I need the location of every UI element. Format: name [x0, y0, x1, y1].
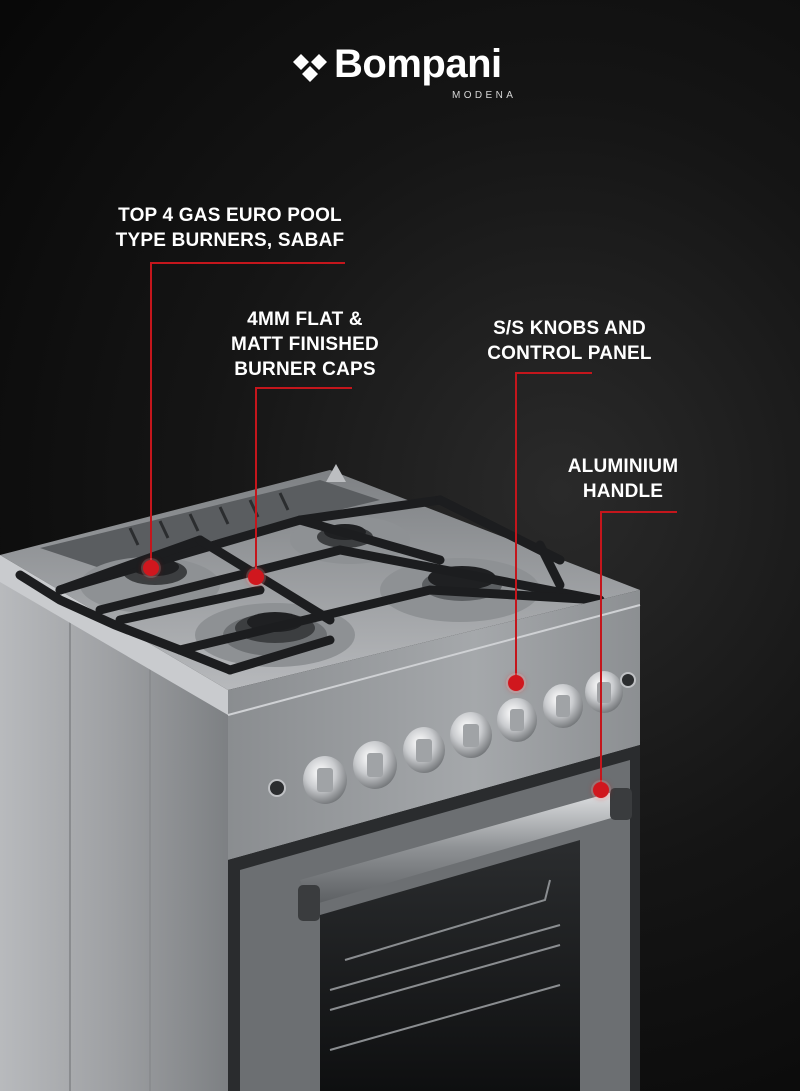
brand-name: Bompani: [334, 42, 502, 86]
callout-handle-marker: [593, 782, 609, 798]
knob: [543, 684, 583, 728]
knob: [403, 727, 445, 773]
callout-caps-leader: [255, 387, 352, 389]
callout-caps-marker: [248, 569, 264, 585]
callout-knobs-label: S/S KNOBS AND CONTROL PANEL: [487, 318, 652, 364]
callout-handle-leader: [600, 511, 602, 783]
diamond-cluster-icon: [293, 54, 327, 82]
callout-burners-label: TOP 4 GAS EURO POOL TYPE BURNERS, SABAF: [115, 205, 345, 251]
cooker-side-panel: [0, 580, 228, 1091]
callout-burners-leader: [150, 262, 152, 567]
ignition-button: [268, 779, 286, 797]
callout-burners-marker: [143, 560, 159, 576]
pan-supports: [15, 495, 605, 675]
callout-knobs-leader: [515, 372, 592, 374]
knob: [353, 741, 397, 789]
oven-window: [320, 840, 580, 1091]
brand-subtitle: MODENA: [452, 90, 517, 101]
brand-logo: Bompani MODENA: [292, 42, 532, 108]
knob: [497, 698, 537, 742]
knob: [303, 756, 347, 804]
callout-knobs-leader: [515, 372, 517, 676]
callout-caps-label: 4MM FLAT & MATT FINISHED BURNER CAPS: [231, 309, 379, 380]
callout-burners-leader: [150, 262, 345, 264]
callout-knobs-marker: [508, 675, 524, 691]
knob: [585, 671, 623, 713]
callout-caps-leader: [255, 387, 257, 570]
callout-handle-leader: [600, 511, 677, 513]
oven-handle: [298, 788, 632, 921]
knob: [450, 712, 492, 758]
indicator-light: [620, 672, 636, 688]
callout-handle-label: ALUMINIUM HANDLE: [567, 456, 679, 502]
